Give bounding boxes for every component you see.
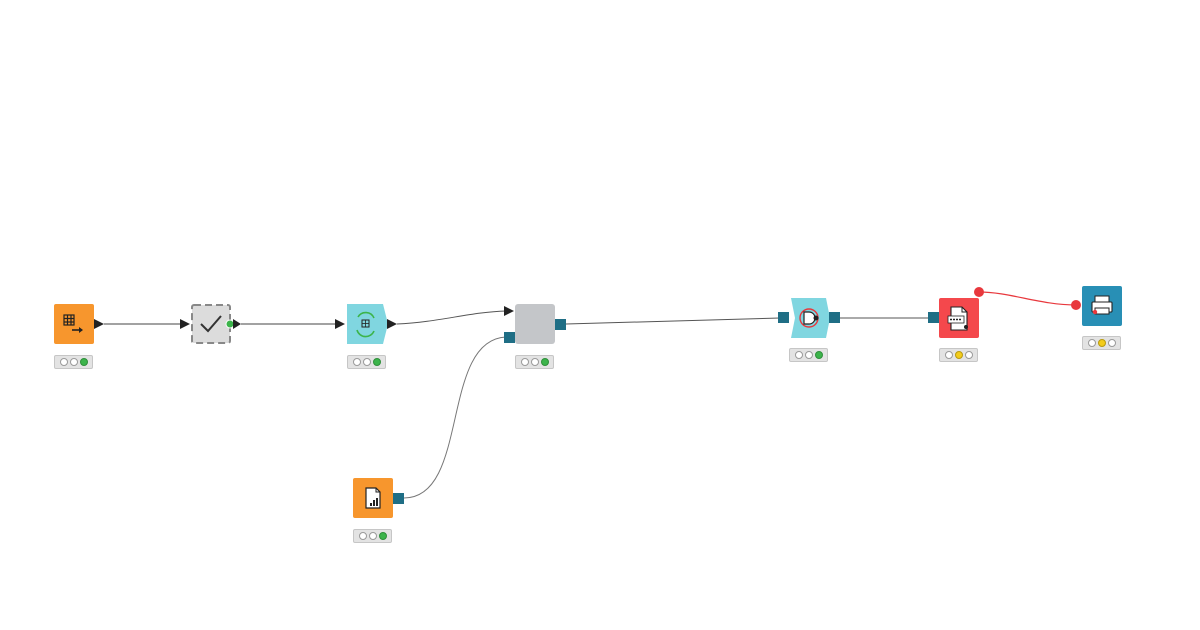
connection-report-reader-to-component[interactable]	[403, 336, 507, 499]
node-printer[interactable]	[1071, 286, 1122, 326]
pdf-icon	[947, 306, 968, 331]
output-port[interactable]	[393, 493, 404, 504]
node-pdf-writer[interactable]	[928, 287, 984, 338]
output-port[interactable]	[94, 319, 104, 329]
flow-variable-output-port[interactable]	[974, 287, 984, 297]
status-light	[1107, 339, 1116, 347]
status-light	[804, 351, 813, 359]
status-light	[59, 358, 68, 366]
checkmark-icon	[200, 315, 222, 333]
input-port[interactable]	[778, 312, 789, 323]
node-component[interactable]	[504, 304, 566, 344]
input-port[interactable]	[180, 319, 190, 329]
connection-pdf-writer-to-printer-flow[interactable]	[978, 291, 1077, 306]
status-light	[79, 358, 88, 366]
output-port[interactable]	[829, 312, 840, 323]
node-report-reader[interactable]	[353, 478, 404, 518]
status-light	[1087, 339, 1096, 347]
node-status-pdf-writer	[939, 348, 978, 362]
node-status-document	[789, 348, 828, 362]
status-light	[378, 532, 387, 540]
connection-table-updater-to-component[interactable]	[396, 310, 507, 325]
status-light	[540, 358, 549, 366]
status-light	[362, 358, 371, 366]
node-status-component	[515, 355, 554, 369]
printer-icon	[1091, 295, 1113, 315]
status-light	[1097, 339, 1106, 347]
connection-component-to-document-node[interactable]	[565, 317, 781, 325]
node-document[interactable]	[778, 298, 840, 338]
node-table-creator[interactable]	[54, 304, 104, 344]
node-status-report-reader	[353, 529, 392, 543]
node-validator[interactable]	[180, 304, 241, 344]
status-light	[964, 351, 973, 359]
output-port[interactable]	[555, 319, 566, 330]
node-table-updater[interactable]	[335, 304, 397, 344]
table-refresh-icon	[356, 311, 375, 338]
table-arrow-icon	[63, 314, 83, 333]
status-light	[794, 351, 803, 359]
node-status-table-creator	[54, 355, 93, 369]
status-light	[368, 532, 377, 540]
status-light	[520, 358, 529, 366]
document-target-icon	[799, 308, 819, 328]
input-port[interactable]	[335, 319, 345, 329]
output-port[interactable]	[387, 319, 397, 329]
output-port[interactable]	[233, 319, 241, 329]
status-light	[814, 351, 823, 359]
status-light	[69, 358, 78, 366]
status-light	[944, 351, 953, 359]
status-light	[358, 532, 367, 540]
node-status-table-updater	[347, 355, 386, 369]
status-light	[530, 358, 539, 366]
input-port[interactable]	[928, 312, 939, 323]
status-light	[352, 358, 361, 366]
status-light	[372, 358, 381, 366]
report-file-icon	[365, 487, 381, 509]
connections	[104, 291, 1077, 499]
flow-variable-input-port[interactable]	[1071, 300, 1081, 310]
input-port-report[interactable]	[504, 332, 515, 343]
status-light	[954, 351, 963, 359]
flow-variable-port[interactable]	[225, 319, 235, 329]
input-port-data[interactable]	[504, 306, 514, 316]
node-status-printer	[1082, 336, 1121, 350]
